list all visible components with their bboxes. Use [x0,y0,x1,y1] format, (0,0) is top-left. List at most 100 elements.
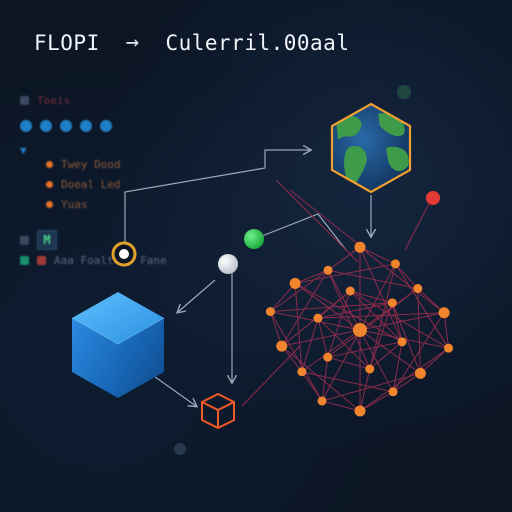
network-node[interactable] [387,298,397,308]
network-node[interactable] [297,367,307,377]
network-edge [317,312,445,319]
connector-to-globe [124,150,310,252]
network-edge [294,283,303,372]
network-edge [327,246,361,271]
network-edge [327,270,361,331]
network-edge [327,269,418,290]
network-node[interactable] [354,241,366,253]
network-node[interactable] [390,259,400,269]
network-edge [392,341,403,392]
bokeh-dot [174,443,186,455]
list-item-label: Twey Dood [61,158,121,171]
panel-dot-row [20,120,112,132]
network-edge [359,246,445,314]
blue-dot-icon[interactable] [40,120,52,132]
orange-dot-icon [46,201,53,208]
network-node[interactable] [289,277,301,289]
orange-dot-icon [46,161,53,168]
list-item-label: Yuas [61,198,88,211]
network-node[interactable] [413,284,423,294]
network-node[interactable] [265,307,275,317]
network-edge [327,356,370,370]
blue-dot-icon[interactable] [60,120,72,132]
network-node[interactable] [353,323,367,337]
network-edge [327,290,351,358]
arrow-right-icon: → [125,30,140,55]
network-node[interactable] [313,313,323,323]
network-node[interactable] [388,387,398,397]
target-node[interactable] [111,241,137,267]
list-item[interactable]: Twey Dood [46,158,121,171]
network-edge [369,302,393,370]
network-edge [443,312,450,349]
red-square-icon [37,256,46,265]
network-edge [417,288,445,314]
red-node[interactable] [426,191,440,205]
network-edge [317,318,329,358]
chevron-down-icon[interactable]: ▼ [20,144,27,157]
network-node[interactable] [438,307,450,319]
network-node[interactable] [317,396,327,406]
side-panel: Toeis ▼ Twey Dood Doeal Led Yuas M Aaa F… [18,92,198,282]
green-node[interactable] [244,229,264,249]
network-graph [265,241,454,417]
network-node[interactable] [276,340,288,352]
accent-lines [241,179,433,407]
header-right-label: Culerril.00aal [165,30,350,55]
m-badge-icon[interactable]: M [37,230,57,250]
network-node[interactable] [444,343,454,353]
network-node[interactable] [397,337,407,347]
network-edge [349,290,403,343]
network-edge [281,270,329,347]
network-edge [359,391,394,412]
blue-dot-icon[interactable] [20,120,32,132]
network-edge [395,263,419,289]
network-node[interactable] [365,364,375,374]
network-edge [301,318,319,372]
network-edge [327,270,371,370]
network-edge [359,329,394,393]
globe-hexagon-icon[interactable] [330,102,412,194]
teal-square-icon [20,256,29,265]
white-node[interactable] [218,254,238,274]
network-edge [359,368,371,412]
blue-dot-icon[interactable] [100,120,112,132]
network-edge [391,302,421,374]
panel-top-row: Toeis [20,94,70,107]
connector-to-big-cube [178,279,216,312]
network-edge [294,283,361,331]
network-edge [317,290,351,319]
bokeh-dot [397,85,411,99]
network-node[interactable] [414,367,426,379]
cube-icon[interactable] [71,292,165,398]
header: FLOPI → Culerril.00aal [34,30,349,55]
network-edge [294,282,403,343]
panel-chevron-row: ▼ [20,144,27,157]
network-node[interactable] [354,405,366,417]
list-item[interactable]: Doeal Led [46,178,121,191]
network-edge [359,288,419,331]
network-edge [294,269,329,284]
network-edge [317,302,393,319]
network-edge [359,246,403,343]
network-edge [269,311,323,402]
network-edge [394,263,449,349]
square-icon [20,235,29,245]
list-item[interactable]: Yuas [46,198,88,211]
network-edge [321,329,361,402]
network-edge [301,329,361,373]
network-edge [269,311,283,347]
network-edge [321,400,361,412]
network-edge [281,345,361,412]
network-node[interactable] [323,265,333,275]
header-left-label: FLOPI [34,30,100,55]
network-edge [317,317,371,370]
network-node[interactable] [345,286,355,296]
network-node[interactable] [323,352,333,362]
small-cube-icon[interactable] [201,392,235,430]
network-edge [391,302,403,342]
blue-dot-icon[interactable] [80,120,92,132]
connector-green-network [261,213,347,251]
orange-dot-icon [46,181,53,188]
